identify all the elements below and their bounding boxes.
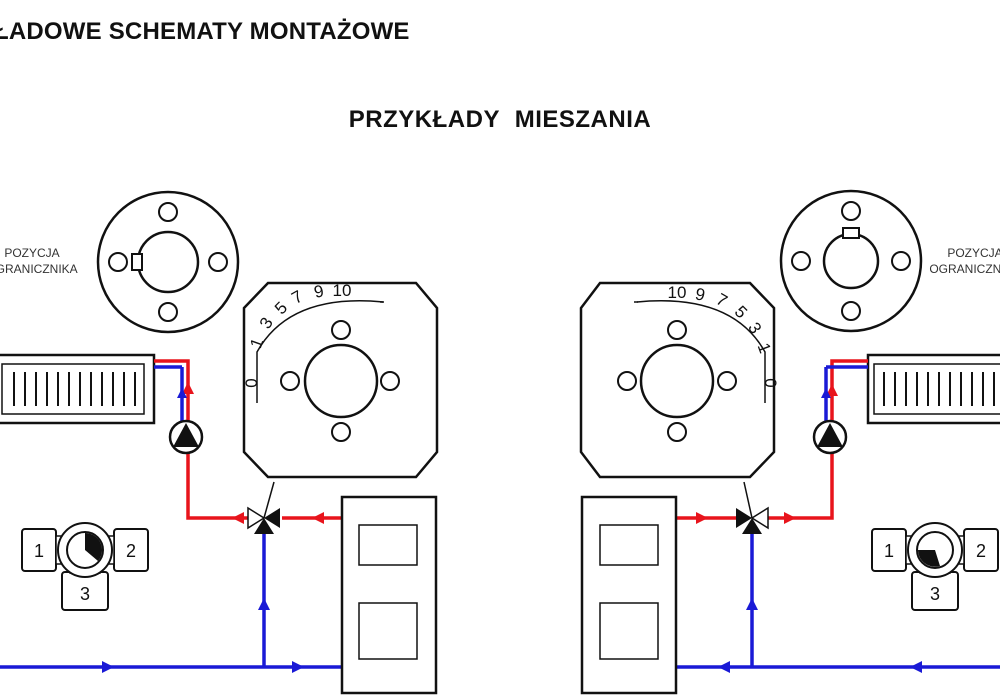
left-return-arrows	[102, 388, 304, 673]
right-circulation-pump	[812, 419, 848, 455]
right-limiter-flange	[779, 189, 923, 333]
left-mixing-valve	[247, 481, 280, 534]
right-scheme: POZYCJA OGRANICZNIKA 10 9 7 5 3 1 0	[579, 189, 1000, 695]
right-supply-arrows	[696, 384, 838, 524]
scale-mark: 0	[761, 378, 780, 387]
left-circulation-pump	[168, 419, 204, 455]
right-buffer-tank	[580, 495, 678, 695]
right-boiler-unit	[579, 281, 776, 479]
valve-port-label: 3	[930, 584, 940, 604]
left-limiter-label-1: POZYCJA	[4, 246, 59, 260]
left-boiler-unit	[242, 281, 439, 479]
left-limiter-flange	[96, 190, 240, 334]
left-buffer-tank	[340, 495, 438, 695]
limiter-notch	[842, 227, 860, 239]
valve-port-label: 3	[80, 584, 90, 604]
page-title: ŁADOWE SCHEMATY MONTAŻOWE	[0, 18, 410, 45]
valve-port-label: 1	[34, 541, 44, 561]
right-radiator	[866, 353, 1000, 425]
scale-mark: 9	[694, 284, 707, 305]
scale-mark: 10	[668, 283, 687, 302]
left-limiter-label-2: OGRANICZNIKA	[0, 262, 78, 276]
valve-port-label: 2	[126, 541, 136, 561]
right-mixing-valve	[736, 481, 769, 534]
right-limiter-label-1: POZYCJA	[947, 246, 1000, 260]
valve-port-label: 1	[884, 541, 894, 561]
scale-mark: 0	[242, 378, 261, 387]
right-return-arrows	[718, 388, 922, 673]
scale-mark: 10	[333, 281, 352, 300]
limiter-notch	[131, 253, 143, 271]
left-supply-arrows	[182, 382, 324, 524]
scale-mark: 9	[312, 281, 325, 302]
left-radiator	[0, 353, 156, 425]
right-limiter-label-2: OGRANICZNIKA	[929, 262, 1000, 276]
left-valve-port-diagram: 1 2 3	[21, 522, 149, 611]
section-title: PRZYKŁADY MIESZANIA	[348, 106, 652, 133]
right-valve-port-diagram: 1 2 3	[871, 522, 999, 611]
valve-port-label: 2	[976, 541, 986, 561]
left-scheme: POZYCJA OGRANICZNIKA 0 1 3 5 7 9 10	[0, 190, 439, 695]
